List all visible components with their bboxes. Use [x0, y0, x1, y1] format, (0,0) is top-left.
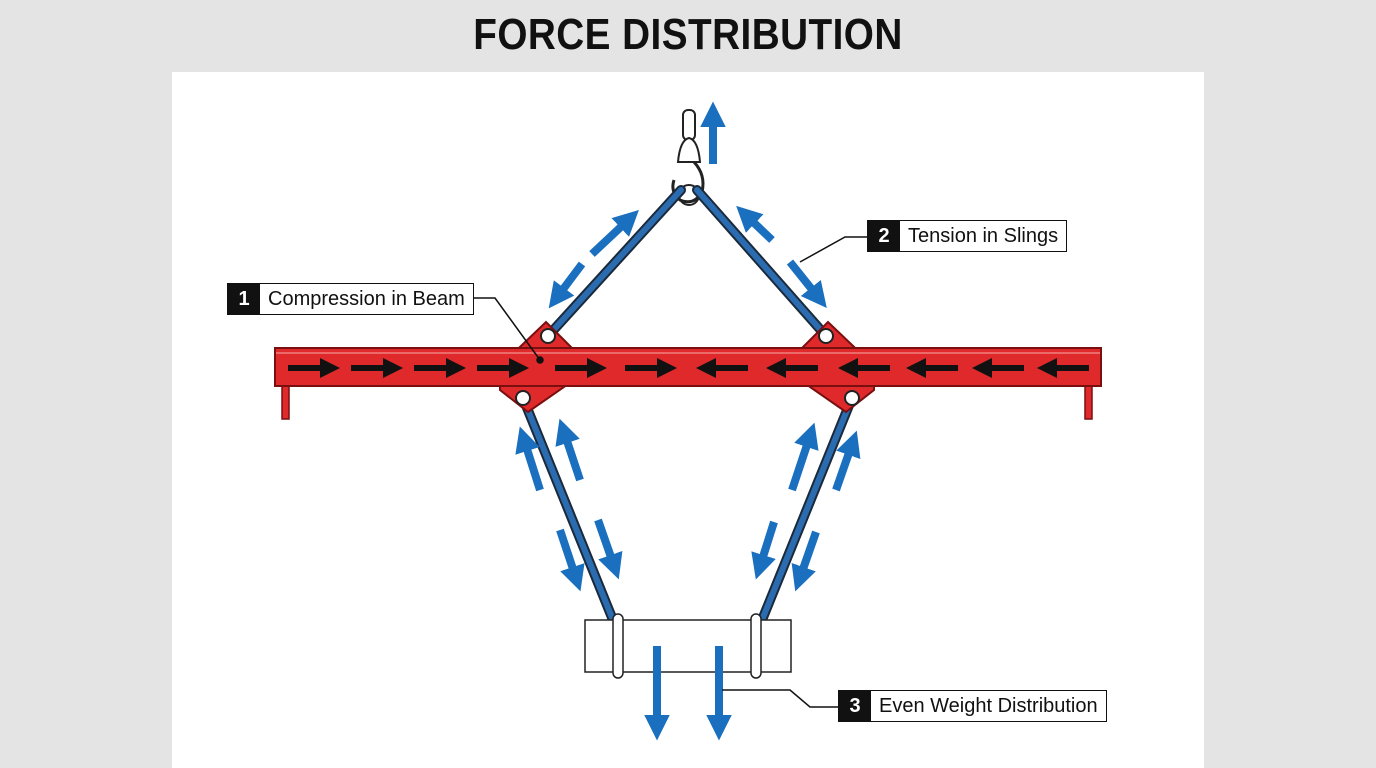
- callout-label: Even Weight Distribution: [879, 694, 1098, 717]
- upper-sling-right: [692, 185, 831, 341]
- callout-leaders: [470, 236, 868, 708]
- weight-arrows: [644, 646, 732, 741]
- callout-number: 1: [228, 284, 260, 314]
- callout-compression: 1 Compression in Beam: [227, 283, 474, 315]
- load-block: [584, 613, 792, 679]
- callout-number: 3: [839, 691, 871, 721]
- lower-sling-left: [518, 393, 618, 625]
- callout-number: 2: [868, 221, 900, 251]
- lower-sling-right: [757, 393, 857, 625]
- callout-weight: 3 Even Weight Distribution: [838, 690, 1107, 722]
- callout-label: Compression in Beam: [268, 287, 465, 310]
- diagram-title: FORCE DISTRIBUTION: [473, 10, 903, 59]
- tension-arrows: [515, 205, 861, 592]
- compression-arrows: [288, 358, 1089, 378]
- upper-sling-left: [543, 185, 686, 341]
- callout-label: Tension in Slings: [908, 224, 1059, 247]
- callout-tension: 2 Tension in Slings: [867, 220, 1068, 252]
- spreader-beam: [274, 320, 1102, 420]
